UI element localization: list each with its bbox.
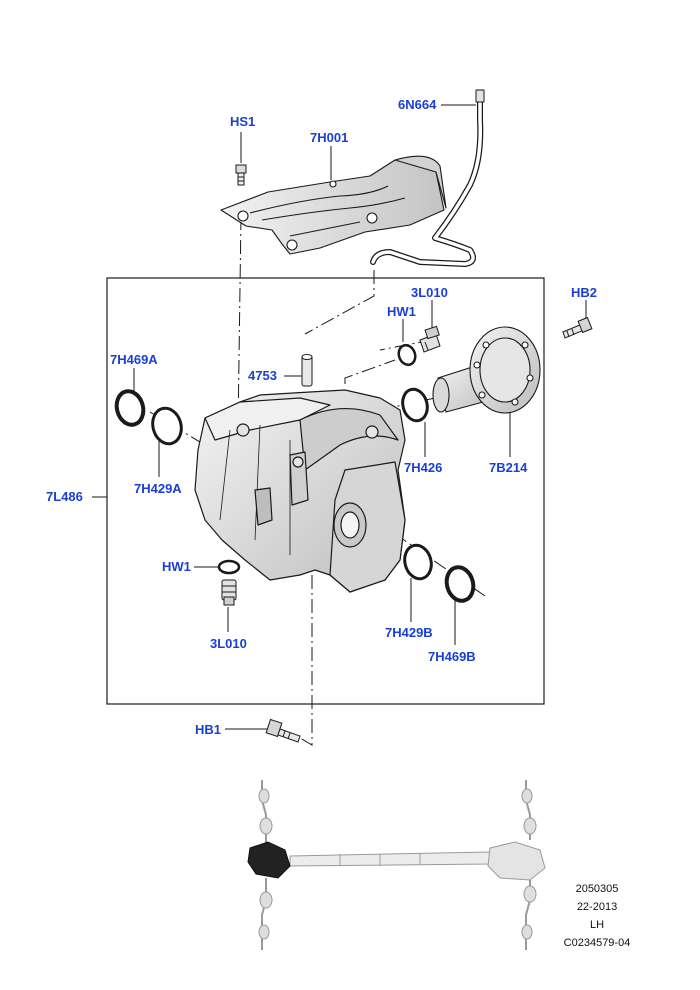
reference-side: LH xyxy=(589,919,605,931)
dowel-pin-part[interactable] xyxy=(301,354,313,387)
seal-7h469a[interactable] xyxy=(113,388,147,428)
callout-3l010-top[interactable]: 3L010 xyxy=(411,285,448,300)
vent-hose-part[interactable] xyxy=(370,89,485,267)
callout-7l486[interactable]: 7L486 xyxy=(46,489,83,504)
callout-7h469b[interactable]: 7H469B xyxy=(428,649,476,664)
callout-4753[interactable]: 4753 xyxy=(248,368,277,383)
bolt-hb1[interactable] xyxy=(265,718,301,743)
reference-code: C0234579-04 xyxy=(563,937,631,949)
leader-lines xyxy=(92,104,587,730)
washer-hw1-top[interactable] xyxy=(396,343,418,367)
callout-6n664[interactable]: 6N664 xyxy=(398,97,437,112)
callout-3l010-bottom[interactable]: 3L010 xyxy=(210,636,247,651)
callout-hb2[interactable]: HB2 xyxy=(571,285,598,300)
callout-hw1-top[interactable]: HW1 xyxy=(387,304,416,319)
seal-7h429a[interactable] xyxy=(149,405,185,447)
sensor-3l010-bottom[interactable] xyxy=(221,579,237,606)
callout-7h429a[interactable]: 7H429A xyxy=(134,481,182,496)
callout-7h469a[interactable]: 7H469A xyxy=(110,352,158,367)
output-flange-part[interactable] xyxy=(432,326,541,414)
seal-7h469b[interactable] xyxy=(443,564,477,604)
seal-7h429b[interactable] xyxy=(401,542,435,582)
callout-7h429b[interactable]: 7H429B xyxy=(385,625,433,640)
heat-shield-screw[interactable] xyxy=(235,164,247,186)
reference-number: 2050305 xyxy=(575,883,619,895)
callout-7h426[interactable]: 7H426 xyxy=(404,460,443,475)
callout-7b214[interactable]: 7B214 xyxy=(489,460,528,475)
heat-shield-part[interactable] xyxy=(220,155,447,255)
assembly-frame xyxy=(106,277,545,705)
seal-7h426[interactable] xyxy=(399,386,430,423)
washer-hw1-bottom[interactable] xyxy=(217,559,241,575)
callout-hw1-bottom[interactable]: HW1 xyxy=(162,559,191,574)
callout-hb1[interactable]: HB1 xyxy=(195,722,222,737)
bolt-hb2[interactable] xyxy=(562,316,593,339)
reference-date: 22-2013 xyxy=(576,901,618,913)
transfer-case-body[interactable] xyxy=(194,389,406,593)
callout-hs1[interactable]: HS1 xyxy=(230,114,256,129)
callout-7h001[interactable]: 7H001 xyxy=(310,130,349,145)
driveline-locator-thumbnail xyxy=(247,780,546,950)
sensor-3l010-top[interactable] xyxy=(419,325,441,353)
